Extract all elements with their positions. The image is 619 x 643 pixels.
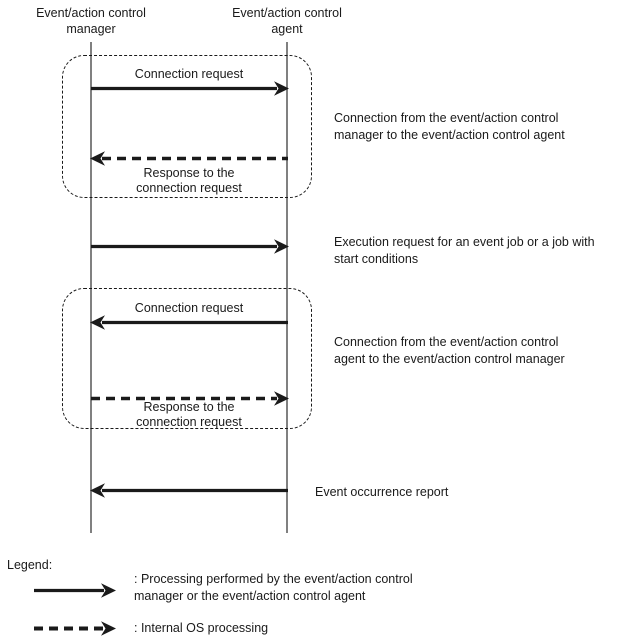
arrow-event-occurrence-report	[90, 483, 288, 498]
arrow-label-connection-request-1: Connection request	[134, 67, 244, 81]
note-connection-agent-to-manager: Connection from the event/action control…	[334, 335, 565, 366]
lifeline-agent	[286, 42, 288, 533]
arrow-label-connection-request-2: Connection request	[134, 301, 244, 315]
legend-dashed-arrow-icon	[34, 621, 116, 636]
lifeline-header-manager: Event/action control manager	[36, 6, 146, 36]
arrow-response-connection-request-1	[90, 151, 288, 166]
arrow-label-response-connection-request-1: Response to the connection request	[136, 166, 242, 195]
arrow-connection-request-1	[91, 81, 289, 96]
lifeline-manager	[90, 42, 92, 533]
legend-solid-arrow-icon	[34, 583, 116, 598]
arrow-label-response-connection-request-2: Response to the connection request	[136, 400, 242, 429]
arrow-response-connection-request-2	[91, 391, 289, 406]
note-execution-request: Execution request for an event job or a …	[334, 235, 595, 266]
note-event-occurrence-report: Event occurrence report	[315, 485, 449, 499]
lifeline-header-agent: Event/action control agent	[232, 6, 342, 36]
note-connection-manager-to-agent: Connection from the event/action control…	[334, 111, 565, 142]
arrow-execution-request	[91, 239, 289, 254]
group-box-agent-to-manager	[62, 288, 312, 429]
arrow-connection-request-2	[90, 315, 288, 330]
legend-entry-solid-text: : Processing performed by the event/acti…	[134, 572, 413, 603]
group-box-manager-to-agent	[62, 55, 312, 198]
legend-title: Legend:	[7, 558, 53, 572]
legend-entry-dashed-text: : Internal OS processing	[134, 621, 269, 635]
